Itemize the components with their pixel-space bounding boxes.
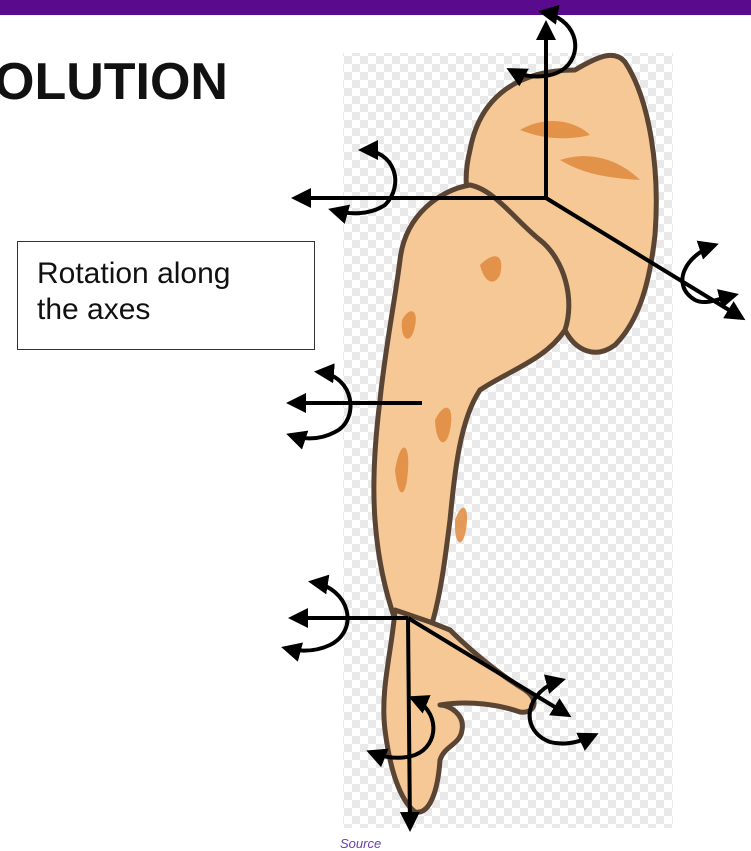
curved-double-arrow-icon [682,245,735,302]
callout-line-1: Rotation along [37,256,314,292]
callout-line-2: the axes [37,292,314,328]
curved-double-arrow-icon [290,372,350,438]
rotation-callout-box: Rotation along the axes [17,241,315,350]
